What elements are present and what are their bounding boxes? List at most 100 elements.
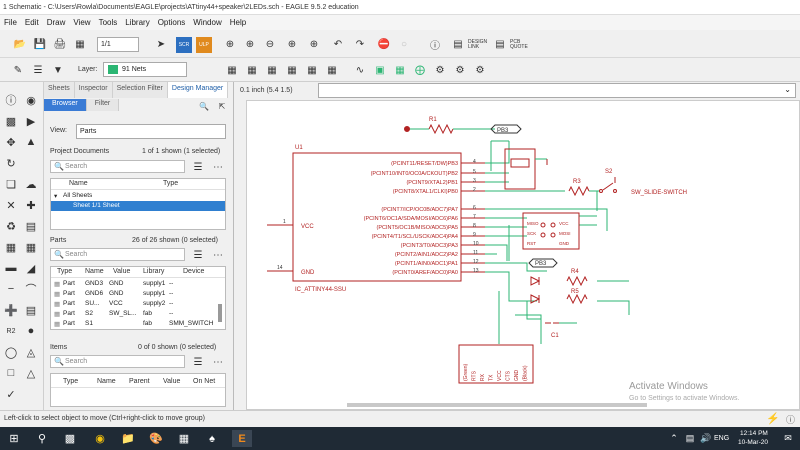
volume-icon[interactable]: 🔊: [700, 433, 712, 443]
items-search-input[interactable]: 🔍 Search: [50, 355, 185, 368]
net-icon[interactable]: ▣: [375, 64, 385, 76]
list-options-icon[interactable]: ☰: [193, 356, 203, 368]
miter-icon[interactable]: ◢: [26, 262, 36, 275]
table-row[interactable]: ▦ Part GND3 GND supply1 --: [51, 279, 225, 289]
tab-inspector[interactable]: Inspector: [74, 82, 113, 98]
paste-icon[interactable]: ☁: [25, 178, 37, 191]
save-icon[interactable]: 💾: [33, 38, 47, 50]
bend-style-2-icon[interactable]: ▦: [267, 64, 277, 76]
zoom-select-icon[interactable]: ⊕: [287, 38, 297, 50]
subtab-filter[interactable]: Filter: [86, 99, 120, 111]
mark-icon[interactable]: ▶: [26, 115, 36, 128]
search-tool-icon[interactable]: 🔍: [199, 101, 209, 111]
menu-edit[interactable]: Edit: [24, 18, 39, 27]
eagle-app-icon[interactable]: E: [232, 430, 252, 447]
subtab-browser[interactable]: Browser: [44, 99, 87, 111]
label-icon[interactable]: ⚙: [435, 64, 445, 76]
gate-icon[interactable]: ▤: [25, 220, 37, 233]
menu-draw[interactable]: Draw: [46, 18, 66, 27]
table-row[interactable]: ▦ Part S2 SW_SL... fab --: [51, 309, 225, 319]
tab-design-manager[interactable]: Design Manager: [167, 82, 229, 98]
photos-icon[interactable]: ▦: [178, 433, 190, 445]
tray-chevron-icon[interactable]: ⌃: [670, 433, 678, 443]
paint-icon[interactable]: 🎨: [149, 433, 163, 445]
display-icon[interactable]: ▩: [5, 115, 17, 128]
group-icon[interactable]: ▲: [25, 136, 37, 148]
bend-style-3-icon[interactable]: ▦: [287, 64, 297, 76]
table-row[interactable]: ▦ Part SU... VCC supply2 --: [51, 299, 225, 309]
open-icon[interactable]: 📂: [13, 38, 27, 50]
wire-style-icon[interactable]: ▦: [227, 64, 237, 76]
command-input[interactable]: ⌄: [318, 83, 796, 98]
docs-search-input[interactable]: 🔍 Search: [50, 160, 185, 173]
eraser-icon[interactable]: ✎: [13, 64, 23, 76]
filter-icon[interactable]: ▼: [53, 64, 63, 76]
menu-file[interactable]: File: [4, 18, 17, 27]
tab-selection-filter[interactable]: Selection Filter: [112, 82, 168, 98]
junction-icon[interactable]: ⨁: [415, 64, 425, 76]
network-icon[interactable]: ▤: [685, 433, 695, 443]
delete-icon[interactable]: ✕: [6, 199, 16, 212]
pcb-quote-icon[interactable]: ▤: [495, 38, 505, 50]
split-icon[interactable]: −: [7, 283, 15, 295]
language-indicator[interactable]: ENG: [714, 435, 730, 442]
name-icon[interactable]: ▦: [5, 241, 17, 254]
stop-icon[interactable]: ⛔: [377, 38, 391, 50]
scr-icon[interactable]: SCR: [176, 37, 192, 53]
expand-icon[interactable]: ⇱: [218, 101, 226, 111]
smash-icon[interactable]: ▬: [5, 262, 17, 274]
file-explorer-icon[interactable]: 📁: [121, 433, 135, 445]
help-icon[interactable]: ⓘ: [430, 40, 440, 52]
redraw-icon[interactable]: ⊕: [309, 38, 319, 50]
list-options-icon[interactable]: ☰: [193, 249, 203, 261]
copy-icon[interactable]: ❏: [6, 178, 16, 191]
replace-icon[interactable]: ♻: [6, 220, 16, 233]
clock-date[interactable]: 10-Mar-20: [738, 439, 768, 446]
windows-start-icon[interactable]: ⊞: [9, 433, 19, 445]
cam-icon[interactable]: ▦: [75, 38, 85, 50]
more-icon[interactable]: ⋯: [213, 161, 223, 173]
wave-icon[interactable]: ∿: [355, 64, 365, 76]
bend-style-icon[interactable]: ▦: [247, 64, 257, 76]
bus-icon[interactable]: ▦: [395, 64, 405, 76]
circle-icon[interactable]: ◯: [4, 346, 18, 359]
rect-icon[interactable]: □: [7, 367, 15, 379]
lightning-icon[interactable]: ⚡: [766, 413, 780, 425]
bend-style-4-icon[interactable]: ▦: [307, 64, 317, 76]
sheet-select[interactable]: 1/1: [97, 37, 139, 52]
view-select[interactable]: Parts: [76, 124, 226, 139]
task-view-icon[interactable]: ▩: [64, 433, 76, 445]
add-icon[interactable]: ✚: [26, 199, 36, 212]
arc-icon[interactable]: ◬: [26, 346, 36, 359]
design-link-label[interactable]: DESIGN LINK: [468, 39, 488, 50]
layers-icon[interactable]: ☰: [33, 64, 43, 76]
menu-library[interactable]: Library: [125, 18, 150, 27]
menu-tools[interactable]: Tools: [98, 18, 118, 27]
notifications-icon[interactable]: ✉: [784, 433, 792, 443]
canvas-scrollbar[interactable]: [347, 403, 647, 407]
ulp-icon[interactable]: ULP: [196, 37, 212, 53]
table-row[interactable]: ▦ Part S1 fab SMM_SWITCH: [51, 319, 225, 329]
menu-view[interactable]: View: [73, 18, 91, 27]
help-icon[interactable]: ⓘ: [785, 415, 795, 425]
design-link-icon[interactable]: ▤: [453, 38, 463, 50]
undo-icon[interactable]: ↶: [333, 38, 343, 50]
cards-icon[interactable]: ♠: [209, 432, 215, 445]
table-row[interactable]: ▦ Part GND6 GND supply1 --: [51, 289, 225, 299]
chrome-icon[interactable]: ◉: [95, 433, 105, 445]
schematic-canvas[interactable]: R1 PB3 U1 IC_ATTINY44-SSU VCC GND 1 14 (…: [246, 100, 800, 410]
settings-icon[interactable]: ⚙: [455, 64, 465, 76]
value-icon[interactable]: ▦: [25, 241, 37, 254]
parts-search-input[interactable]: 🔍 Search: [50, 248, 185, 261]
bend-style-5-icon[interactable]: ▦: [327, 64, 337, 76]
go-icon[interactable]: ○: [400, 38, 408, 50]
show-icon[interactable]: ◉: [26, 94, 36, 107]
zoom-in-icon[interactable]: ⊕: [245, 38, 255, 50]
layer-select[interactable]: 91 Nets: [103, 62, 187, 77]
more-icon[interactable]: ⋯: [213, 356, 223, 368]
docs-row-selected[interactable]: Sheet 1/1 Sheet: [51, 201, 225, 211]
docs-row[interactable]: ▾ All Sheets: [51, 191, 225, 201]
menu-options[interactable]: Options: [157, 18, 186, 27]
zoom-out-icon[interactable]: ⊖: [265, 38, 275, 50]
more-icon[interactable]: ⋯: [213, 249, 223, 261]
